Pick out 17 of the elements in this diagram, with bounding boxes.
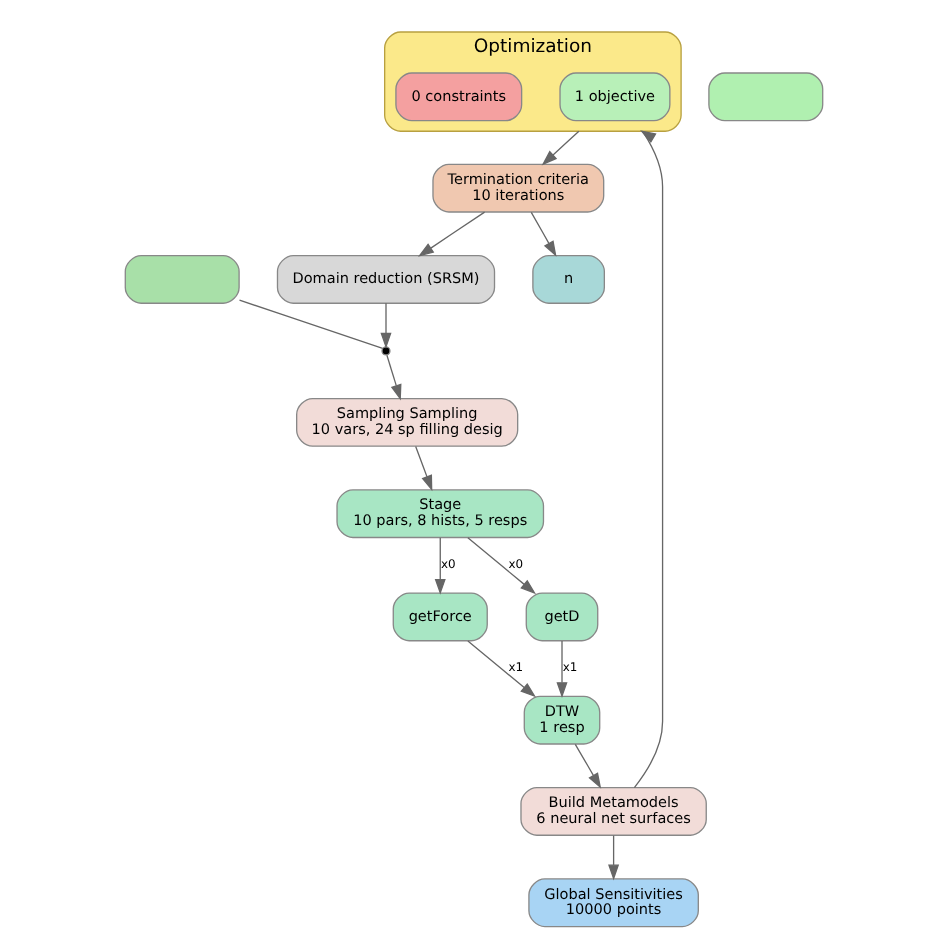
arrow bbox=[556, 640, 568, 699]
arrow bbox=[386, 354, 402, 401]
arrow bbox=[434, 537, 446, 595]
node-circle bbox=[381, 346, 391, 356]
arrow bbox=[633, 130, 664, 789]
connector bbox=[238, 299, 384, 350]
arrow bbox=[415, 445, 433, 492]
node-box bbox=[124, 255, 240, 304]
arrow bbox=[541, 130, 580, 166]
arrow bbox=[530, 211, 557, 257]
arrow bbox=[418, 211, 486, 257]
arrow bbox=[380, 302, 392, 349]
arrow bbox=[467, 640, 537, 698]
arrow bbox=[608, 834, 620, 881]
node-box bbox=[708, 72, 824, 122]
arrow bbox=[467, 537, 537, 595]
arrow bbox=[574, 743, 602, 789]
